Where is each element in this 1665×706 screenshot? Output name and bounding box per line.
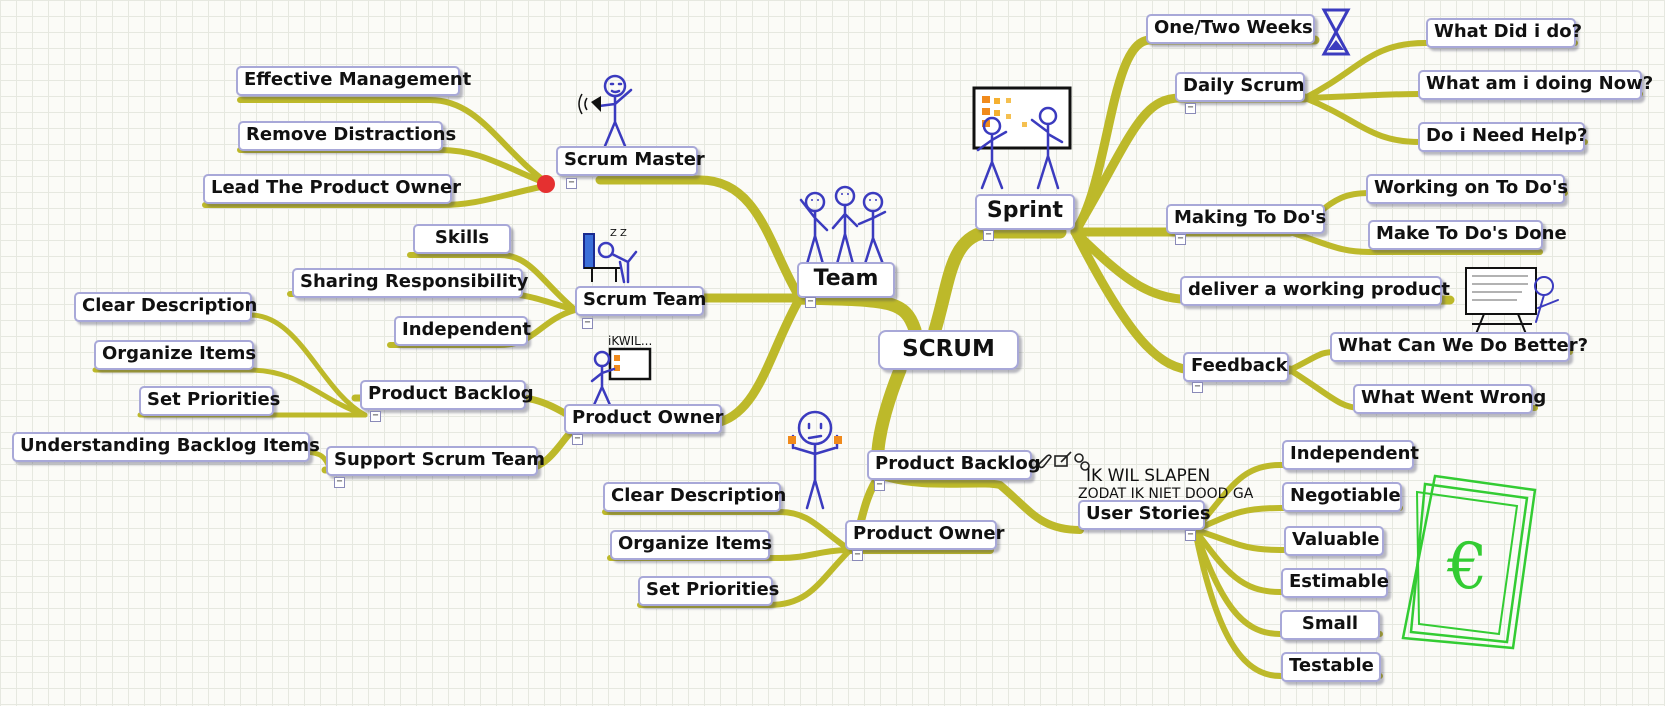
- node-what-can-we-do-better[interactable]: What Can We Do Better?: [1330, 332, 1588, 362]
- toggle-daily-scrum[interactable]: −: [1185, 103, 1196, 114]
- sprint-whiteboard-sketch: [972, 86, 1072, 190]
- hourglass-icon: [1321, 8, 1351, 56]
- node-skills[interactable]: Skills: [413, 224, 511, 254]
- node-organize-items-backlog[interactable]: Organize Items: [610, 530, 772, 560]
- handwritten-line-1: IK WIL SLAPEN: [1086, 466, 1211, 486]
- node-effective-management[interactable]: Effective Management: [236, 66, 471, 96]
- node-team[interactable]: Team: [797, 262, 895, 298]
- product-owner-sketch: iKWIL...: [590, 335, 652, 407]
- toggle-scrum-team[interactable]: −: [582, 318, 593, 329]
- root-node-scrum[interactable]: SCRUM: [878, 330, 1019, 370]
- node-set-priorities-team[interactable]: Set Priorities: [139, 386, 280, 416]
- node-making-todos[interactable]: Making To Do's: [1166, 204, 1326, 234]
- toggle-product-backlog[interactable]: −: [874, 480, 885, 491]
- node-scrum-master[interactable]: Scrum Master: [556, 146, 705, 176]
- node-clear-description-backlog[interactable]: Clear Description: [603, 482, 786, 512]
- toggle-support-scrum-team[interactable]: −: [334, 477, 345, 488]
- note-text: iKWIL...: [608, 335, 652, 348]
- node-story-independent[interactable]: Independent: [1282, 440, 1419, 470]
- node-product-backlog[interactable]: Product Backlog: [867, 450, 1041, 480]
- node-one-two-weeks[interactable]: One/Two Weeks: [1146, 14, 1315, 44]
- node-daily-scrum[interactable]: Daily Scrum: [1175, 72, 1305, 102]
- node-story-negotiable[interactable]: Negotiable: [1282, 482, 1402, 512]
- node-remove-distractions[interactable]: Remove Distractions: [238, 121, 456, 151]
- toggle-user-stories[interactable]: −: [1185, 530, 1196, 541]
- node-make-todos-done[interactable]: Make To Do's Done: [1368, 220, 1567, 250]
- toggle-scrum-master[interactable]: −: [566, 178, 577, 189]
- node-understanding-backlog-items[interactable]: Understanding Backlog Items: [12, 432, 320, 462]
- node-do-i-need-help[interactable]: Do i Need Help?: [1418, 122, 1587, 152]
- node-what-did-i-do[interactable]: What Did i do?: [1426, 18, 1582, 48]
- node-deliver-working-product[interactable]: deliver a working product: [1180, 276, 1450, 306]
- node-clear-description-team[interactable]: Clear Description: [74, 292, 257, 322]
- node-independent-team[interactable]: Independent: [394, 316, 531, 346]
- selection-marker-dot[interactable]: [537, 175, 555, 193]
- node-product-owner-backlog[interactable]: Product Owner: [845, 520, 1005, 550]
- worried-product-owner-sketch: [788, 410, 842, 510]
- zzz-text: Z Z: [610, 228, 627, 239]
- node-set-priorities-backlog[interactable]: Set Priorities: [638, 576, 779, 606]
- node-sharing-responsibility[interactable]: Sharing Responsibility: [292, 268, 528, 298]
- scrum-team-sketch: Z Z: [583, 228, 638, 284]
- handwritten-line-2: ZODAT IK NIET DOOD GA: [1078, 486, 1254, 502]
- toggle-product-owner-team[interactable]: −: [572, 434, 583, 445]
- team-sketch: [799, 185, 887, 266]
- node-support-scrum-team[interactable]: Support Scrum Team: [326, 446, 545, 476]
- euro-money-sketch: €: [1401, 474, 1537, 650]
- node-sprint[interactable]: Sprint: [975, 194, 1075, 230]
- node-organize-items-team[interactable]: Organize Items: [94, 340, 256, 370]
- node-story-testable[interactable]: Testable: [1281, 652, 1381, 682]
- node-product-backlog-team[interactable]: Product Backlog: [360, 380, 534, 410]
- euro-text: €: [1446, 530, 1488, 604]
- node-story-small[interactable]: Small: [1280, 610, 1380, 640]
- toggle-product-backlog-team[interactable]: −: [370, 411, 381, 422]
- node-lead-product-owner[interactable]: Lead The Product Owner: [203, 174, 461, 204]
- node-what-am-i-doing-now[interactable]: What am i doing Now?: [1418, 70, 1653, 100]
- node-feedback[interactable]: Feedback: [1183, 352, 1289, 382]
- node-what-went-wrong[interactable]: What Went Wrong: [1353, 384, 1546, 414]
- node-working-on-todos[interactable]: Working on To Do's: [1366, 174, 1568, 204]
- attachment-icons[interactable]: [1035, 450, 1095, 472]
- toggle-sprint[interactable]: −: [983, 230, 994, 241]
- scrum-master-sketch: [578, 74, 633, 148]
- toggle-team[interactable]: −: [805, 297, 816, 308]
- node-scrum-team[interactable]: Scrum Team: [575, 286, 706, 316]
- node-story-estimable[interactable]: Estimable: [1281, 568, 1389, 598]
- toggle-feedback[interactable]: −: [1192, 382, 1203, 393]
- node-story-valuable[interactable]: Valuable: [1284, 526, 1384, 556]
- toggle-product-owner-backlog[interactable]: −: [852, 550, 863, 561]
- working-product-sketch: [1465, 267, 1559, 335]
- node-product-owner-team[interactable]: Product Owner: [564, 404, 724, 434]
- node-user-stories[interactable]: User Stories: [1078, 500, 1211, 530]
- toggle-making-todos[interactable]: −: [1175, 234, 1186, 245]
